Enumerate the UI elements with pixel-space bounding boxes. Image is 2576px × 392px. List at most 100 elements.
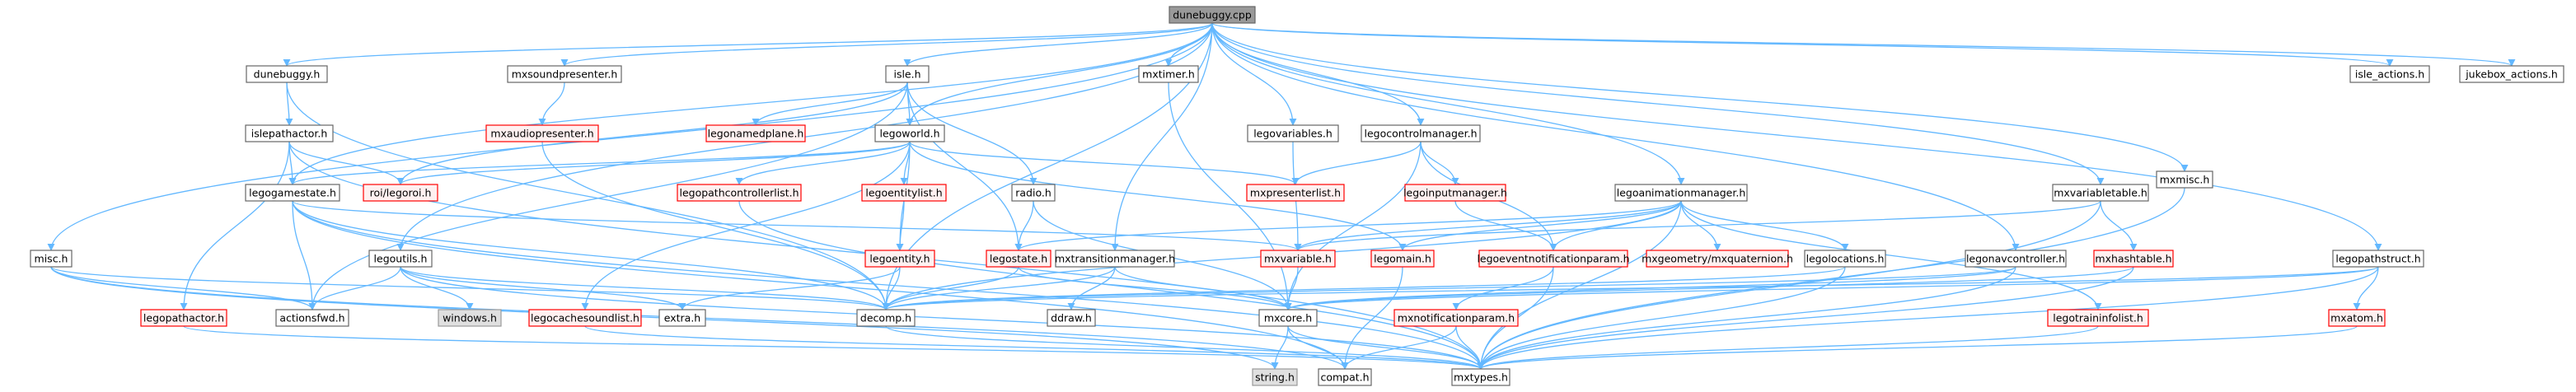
node-actionsfwd_h[interactable]: actionsfwd.h [275, 309, 349, 327]
node-legostate_h[interactable]: legostate.h [986, 250, 1051, 268]
node-label: legonavcontroller.h [1966, 253, 2065, 265]
edge-legoeventnotificationparam_h-to-mxnotificationparam_h [1452, 266, 1554, 310]
edge-legostate_h-to-mxcore_h [1018, 266, 1292, 310]
edge-islepathactor_h-to-roi_legoroi_h [288, 141, 405, 185]
node-ddraw_h[interactable]: ddraw.h [1047, 309, 1096, 327]
edge-legoworld_h-to-legopathcontrollerlist_h [735, 141, 911, 185]
node-legoutils_h[interactable]: legoutils.h [368, 250, 433, 268]
edge-mxnotificationparam_h-to-compat_h [1341, 325, 1457, 370]
edge-legoutils_h-to-extra_h [400, 266, 686, 310]
edge-legonavcontroller_h-to-decomp_h [882, 266, 2016, 310]
node-box [705, 124, 806, 142]
node-box [864, 250, 935, 268]
node-box [1252, 368, 1298, 386]
node-mxvariabletable_h[interactable]: mxvariabletable.h [2052, 184, 2149, 202]
node-mxgeometry_mxquaternion_h[interactable]: mxgeometry/mxquaternion.h [1642, 250, 1793, 268]
node-legopathstruct_h[interactable]: legopathstruct.h [2332, 250, 2424, 268]
node-box [275, 309, 349, 327]
node-legolocations_h[interactable]: legolocations.h [1804, 250, 1886, 268]
node-mxmisc_h[interactable]: mxmisc.h [2156, 170, 2213, 189]
node-legoentitylist_h[interactable]: legoentitylist.h [861, 184, 947, 202]
node-legopathcontrollerlist_h[interactable]: legopathcontrollerlist.h [677, 184, 802, 202]
edge-legoutils_h-to-mxtypes_h [400, 266, 1485, 370]
node-box [1614, 184, 1748, 202]
node-legonavcontroller_h[interactable]: legonavcontroller.h [1965, 250, 2067, 268]
node-box [1965, 250, 2067, 268]
node-label: mxhashtable.h [2095, 253, 2171, 265]
node-label: legovariables.h [1253, 128, 1332, 140]
node-label: radio.h [1015, 187, 1051, 199]
node-mxpresenterlist_h[interactable]: mxpresenterlist.h [1246, 184, 1345, 202]
node-box [856, 309, 916, 327]
node-isle_actions_h[interactable]: isle_actions.h [2349, 65, 2430, 83]
node-mxtypes_h[interactable]: mxtypes.h [1451, 368, 1510, 386]
node-legoinputmanager_h[interactable]: legoinputmanager.h [1403, 184, 1507, 202]
edge-legonavcontroller_h-to-mxtypes_h [1477, 266, 2016, 370]
edge-dunebuggy_cpp-to-legovariables_h [1211, 22, 1297, 126]
edge-legolocations_h-to-mxtypes_h [1477, 266, 1846, 370]
node-mxhashtable_h[interactable]: mxhashtable.h [2093, 250, 2174, 268]
node-misc_h[interactable]: misc.h [30, 250, 73, 268]
node-islepathactor_h[interactable]: islepathactor.h [245, 124, 334, 142]
node-legoentity_h[interactable]: legoentity.h [864, 250, 935, 268]
node-box [1404, 184, 1506, 202]
node-extra_h[interactable]: extra.h [658, 309, 706, 327]
node-label: actionsfwd.h [279, 312, 344, 324]
node-box [1393, 309, 1519, 327]
node-box [485, 124, 599, 142]
node-compat_h[interactable]: compat.h [1318, 368, 1372, 386]
node-box [438, 309, 502, 327]
node-mxcore_h[interactable]: mxcore.h [1258, 309, 1318, 327]
node-dunebuggy_h[interactable]: dunebuggy.h [246, 65, 328, 83]
node-roi_legoroi_h[interactable]: roi/legoroi.h [363, 184, 438, 202]
node-label: compat.h [1320, 371, 1369, 384]
node-label: mxnotificationparam.h [1398, 312, 1515, 324]
node-legoeventnotificationparam_h[interactable]: legoeventnotificationparam.h [1477, 250, 1630, 268]
node-legoanimationmanager_h[interactable]: legoanimationmanager.h [1614, 184, 1748, 202]
edge-legoanimationmanager_h-to-legostate_h [1014, 200, 1682, 251]
node-jukebox_actions_h[interactable]: jukebox_actions.h [2459, 65, 2564, 83]
node-legocontrolmanager_h[interactable]: legocontrolmanager.h [1361, 124, 1481, 142]
node-mxaudiopresenter_h[interactable]: mxaudiopresenter.h [485, 124, 599, 142]
node-mxtimer_h[interactable]: mxtimer.h [1138, 65, 1199, 83]
node-radio_h[interactable]: radio.h [1011, 184, 1056, 202]
node-box [2093, 250, 2174, 268]
node-legonamedplane_h[interactable]: legonamedplane.h [705, 124, 806, 142]
node-decomp_h[interactable]: decomp.h [856, 309, 916, 327]
edge-legocachesoundlist_h-to-mxtypes_h [584, 325, 1485, 370]
node-legovariables_h[interactable]: legovariables.h [1247, 124, 1339, 142]
node-mxnotificationparam_h[interactable]: mxnotificationparam.h [1393, 309, 1519, 327]
node-label: mxvariable.h [1264, 253, 1332, 265]
node-box [1246, 184, 1345, 202]
edge-dunebuggy_cpp-to-mxsoundpresenter_h [560, 22, 1213, 67]
node-mxvariable_h[interactable]: mxvariable.h [1260, 250, 1336, 268]
node-box [677, 184, 802, 202]
node-dunebuggy_cpp[interactable]: dunebuggy.cpp [1169, 6, 1256, 24]
edge-legoanimationmanager_h-to-legolocations_h [1680, 200, 1849, 251]
node-legopathactor_h[interactable]: legopathactor.h [140, 309, 227, 327]
node-label: mxatom.h [2330, 312, 2383, 324]
node-isle_h[interactable]: isle.h [885, 65, 930, 83]
node-legomain_h[interactable]: legomain.h [1370, 250, 1435, 268]
edge-dunebuggy_cpp-to-legopathstruct_h [1211, 22, 2382, 251]
node-legotraininfolist_h[interactable]: legotraininfolist.h [2047, 309, 2149, 327]
edge-legoworld_h-to-roi_legoroi_h [396, 141, 911, 185]
edge-mxhashtable_h-to-mxtypes_h [1477, 266, 2134, 370]
node-label: string.h [1255, 371, 1295, 384]
node-legogamestate_h[interactable]: legogamestate.h [245, 184, 340, 202]
node-label: legonamedplane.h [708, 128, 804, 140]
node-legocachesoundlist_h[interactable]: legocachesoundlist.h [528, 309, 642, 327]
node-mxsoundpresenter_h[interactable]: mxsoundpresenter.h [507, 65, 622, 83]
node-label: legoeventnotificationparam.h [1477, 253, 1629, 265]
node-label: legoentitylist.h [865, 187, 942, 199]
edge-mxtransitionmanager_h-to-ddraw_h [1067, 266, 1116, 310]
node-box [1011, 184, 1056, 202]
node-label: legoworld.h [879, 128, 939, 140]
node-mxatom_h[interactable]: mxatom.h [2328, 309, 2386, 327]
node-mxtransitionmanager_h[interactable]: mxtransitionmanager.h [1055, 250, 1175, 268]
node-label: legocontrolmanager.h [1364, 128, 1477, 140]
edge-legomain_h-to-compat_h [1341, 266, 1403, 370]
node-legoworld_h[interactable]: legoworld.h [874, 124, 945, 142]
edge-isle_h-to-legostate_h [906, 82, 1023, 251]
